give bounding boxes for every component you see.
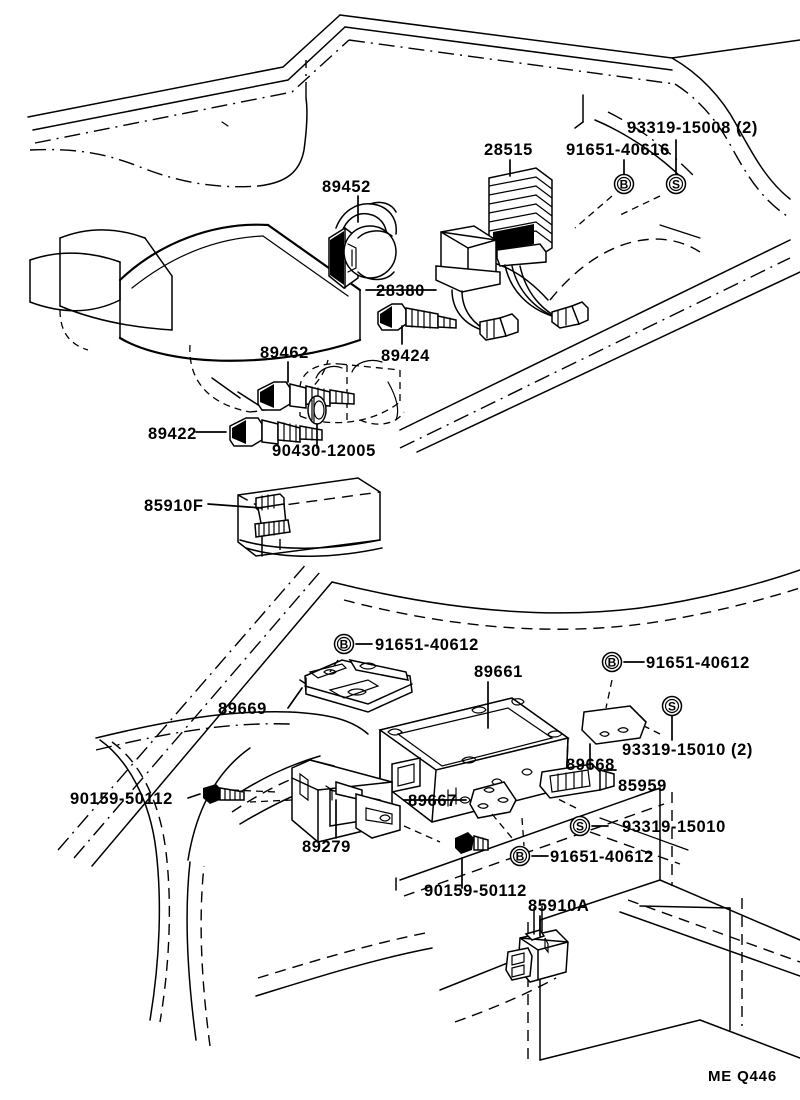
lower-body-outline [57,561,800,1062]
svg-text:B: B [620,178,629,192]
part-ecu-89661 [378,697,570,823]
svg-text:B: B [516,850,525,864]
part-screw-90159-50112-left [203,784,245,804]
label-93319-15008: 93319-15008 (2) [627,119,758,137]
badge-screw-s-93319-15010: S [569,815,591,837]
label-28380: 28380 [376,282,425,300]
label-89452: 89452 [322,178,371,196]
label-90159-50112-l: 90159-50112 [70,790,173,808]
part-screw-90159-50112-center [455,832,489,854]
part-bracket-89279 [291,759,401,843]
label-91651-40612-low: 91651-40612 [550,848,654,866]
label-89424: 89424 [381,347,430,365]
label-90159-50112-c: 90159-50112 [424,882,527,900]
part-bracket-89668 [581,705,647,745]
part-number-labels: 28515 91651-40616 93319-15008 (2) 89452 … [70,119,758,915]
part-tps-89452 [328,201,397,289]
label-89661: 89661 [474,663,523,681]
label-89667: 89667 [408,792,457,810]
part-relay-85910f [237,477,383,557]
label-85959: 85959 [618,777,667,795]
svg-text:S: S [576,820,584,834]
leader-90159-50112-l [187,793,201,799]
part-sensor-89462 [257,381,355,411]
label-28515: 28515 [484,141,533,159]
label-89279: 89279 [302,838,351,856]
part-relay-85910a [505,905,569,983]
label-91651-40616: 91651-40616 [566,141,670,159]
badge-bolt-b-91651-40612-ur: B [601,651,623,673]
badge-screw-s-93319-15008: S [665,173,687,195]
leader-lines [187,139,677,937]
label-93319-15010-pair: 93319-15010 (2) [622,741,753,759]
badge-bolt-b-91651-40616: B [613,173,635,195]
part-relay-block-85959 [539,763,615,799]
label-91651-40612-ul: 91651-40612 [375,636,479,654]
label-89668: 89668 [566,756,615,774]
badge-bolt-b-91651-40612-low: B [509,845,531,867]
label-85910a: 85910A [528,897,589,915]
part-gasket-90430-12005 [307,395,327,425]
svg-text:S: S [668,700,676,714]
label-89462: 89462 [260,344,309,362]
part-sensor-89422 [229,417,323,447]
leader-85910f [207,503,263,509]
leader-89669 [287,687,303,709]
part-bracket-89669 [299,658,413,713]
badge-bolt-b-91651-40612-ul: B [333,633,355,655]
label-90430-12005: 90430-12005 [272,442,376,460]
svg-text:B: B [340,638,349,652]
label-93319-15010: 93319-15010 [622,818,726,836]
label-91651-40612-ur: 91651-40612 [646,654,750,672]
symbol-badges: B S B B S S B [333,173,687,867]
svg-text:S: S [672,178,680,192]
part-clamp-89667 [469,781,517,819]
part-igniter-28515 [488,167,589,329]
upper-body-outline [27,14,800,453]
label-85910f: 85910F [144,497,204,515]
badge-screw-s-93319-15010-pair: S [661,695,683,717]
part-sender-89424 [377,303,457,331]
footer-code: ME Q446 [708,1068,777,1085]
part-connector-28380 [435,225,519,341]
svg-text:B: B [608,656,617,670]
label-89422: 89422 [148,425,197,443]
label-89669: 89669 [218,700,267,718]
